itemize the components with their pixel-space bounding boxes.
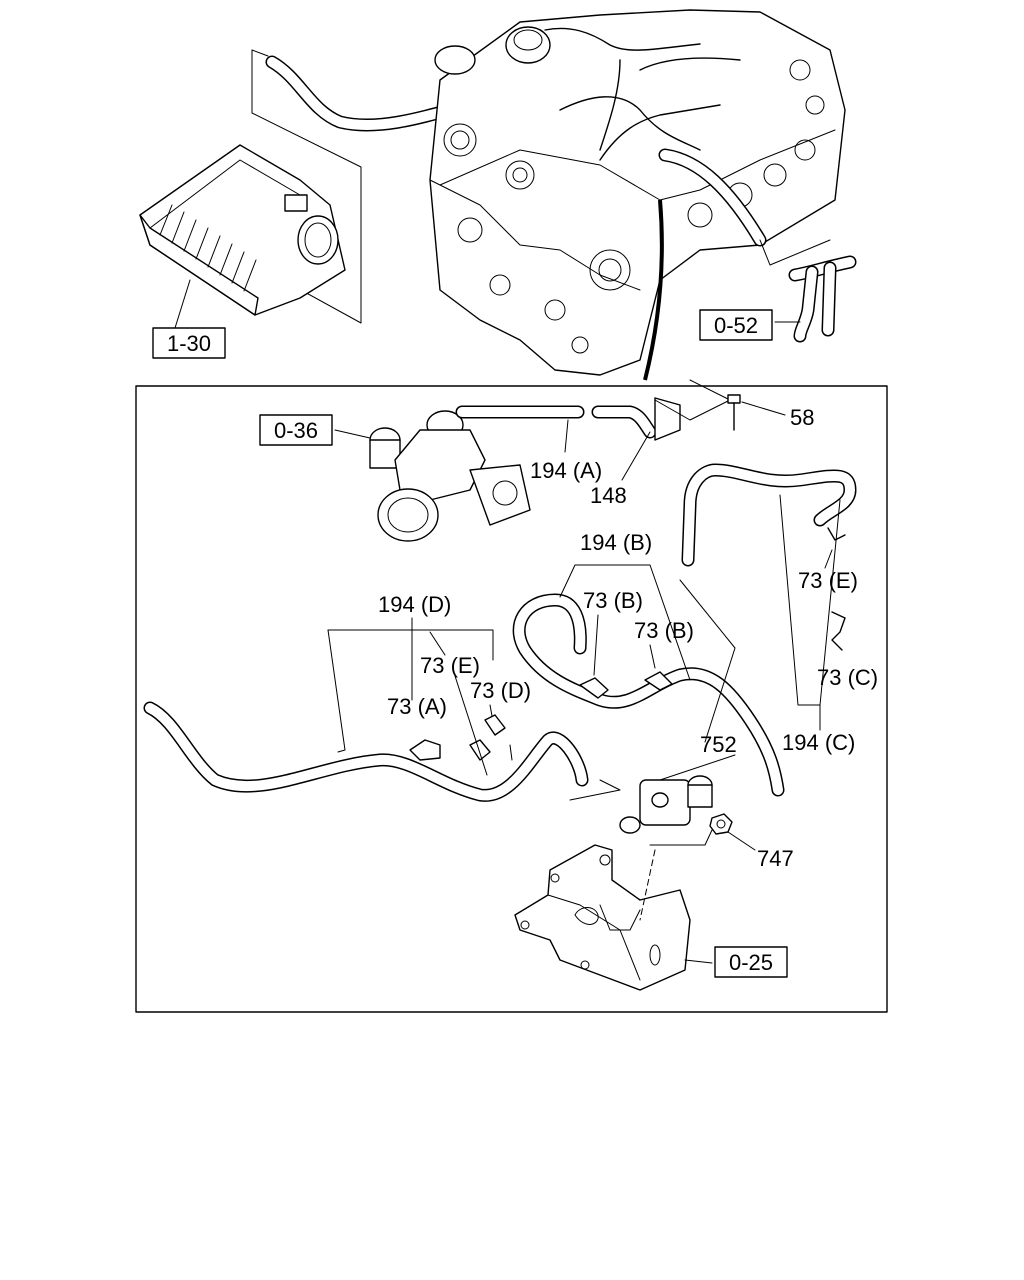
bracket-148-drawing <box>564 379 731 481</box>
turbocharger-ref-label: 0-36 <box>274 418 318 443</box>
label-73b-1: 73 (B) <box>583 588 643 613</box>
label-73a: 73 (A) <box>387 694 447 719</box>
bracket-194c <box>779 494 841 706</box>
hose-194d-drawing <box>143 617 621 802</box>
pipe-assembly-callout: 0-52 <box>699 309 773 341</box>
bolt-58-drawing <box>727 394 786 431</box>
bracket-ref-label: 0-25 <box>729 950 773 975</box>
mounting-bracket-callout: 0-25 <box>714 946 788 978</box>
bracket-194b <box>559 564 691 681</box>
bracket-194d-left <box>327 629 346 753</box>
mounting-bracket-drawing <box>514 844 713 991</box>
label-194a: 194 (A) <box>530 458 602 483</box>
air-cleaner-callout: 1-30 <box>152 327 226 359</box>
label-148: 148 <box>590 483 627 508</box>
air-cleaner-drawing <box>139 49 477 329</box>
detail-frame <box>135 385 888 1013</box>
air-cleaner-ref-label: 1-30 <box>167 331 211 356</box>
turbocharger-drawing <box>334 405 585 542</box>
air-cleaner-ref-box <box>152 327 226 359</box>
bracket-ref-box <box>714 946 788 978</box>
part-labels: 58 194 (A) 148 194 (B) 73 (B) 73 (B) 194… <box>378 405 878 871</box>
engine-block-drawing <box>429 9 846 381</box>
turbocharger-callout: 0-36 <box>259 414 333 446</box>
pipe-assembly-ref-label: 0-52 <box>714 313 758 338</box>
label-58: 58 <box>790 405 814 430</box>
leader-148 <box>621 431 651 481</box>
leader-194a <box>564 419 569 453</box>
hose-194b-drawing <box>512 564 785 797</box>
label-73b-2: 73 (B) <box>634 618 694 643</box>
label-194c: 194 (C) <box>782 730 855 755</box>
label-73d: 73 (D) <box>470 678 531 703</box>
label-194d: 194 (D) <box>378 592 451 617</box>
pipe-assembly-ref-box <box>699 309 773 341</box>
hose-194c-drawing <box>681 463 857 731</box>
valve-752-drawing <box>619 754 756 851</box>
label-73e-2: 73 (E) <box>798 568 858 593</box>
label-752: 752 <box>700 732 737 757</box>
label-73c: 73 (C) <box>817 665 878 690</box>
label-194b: 194 (B) <box>580 530 652 555</box>
label-73e-1: 73 (E) <box>420 653 480 678</box>
turbocharger-ref-box <box>259 414 333 446</box>
pipe-assembly-drawing <box>759 239 857 343</box>
label-747: 747 <box>757 846 794 871</box>
